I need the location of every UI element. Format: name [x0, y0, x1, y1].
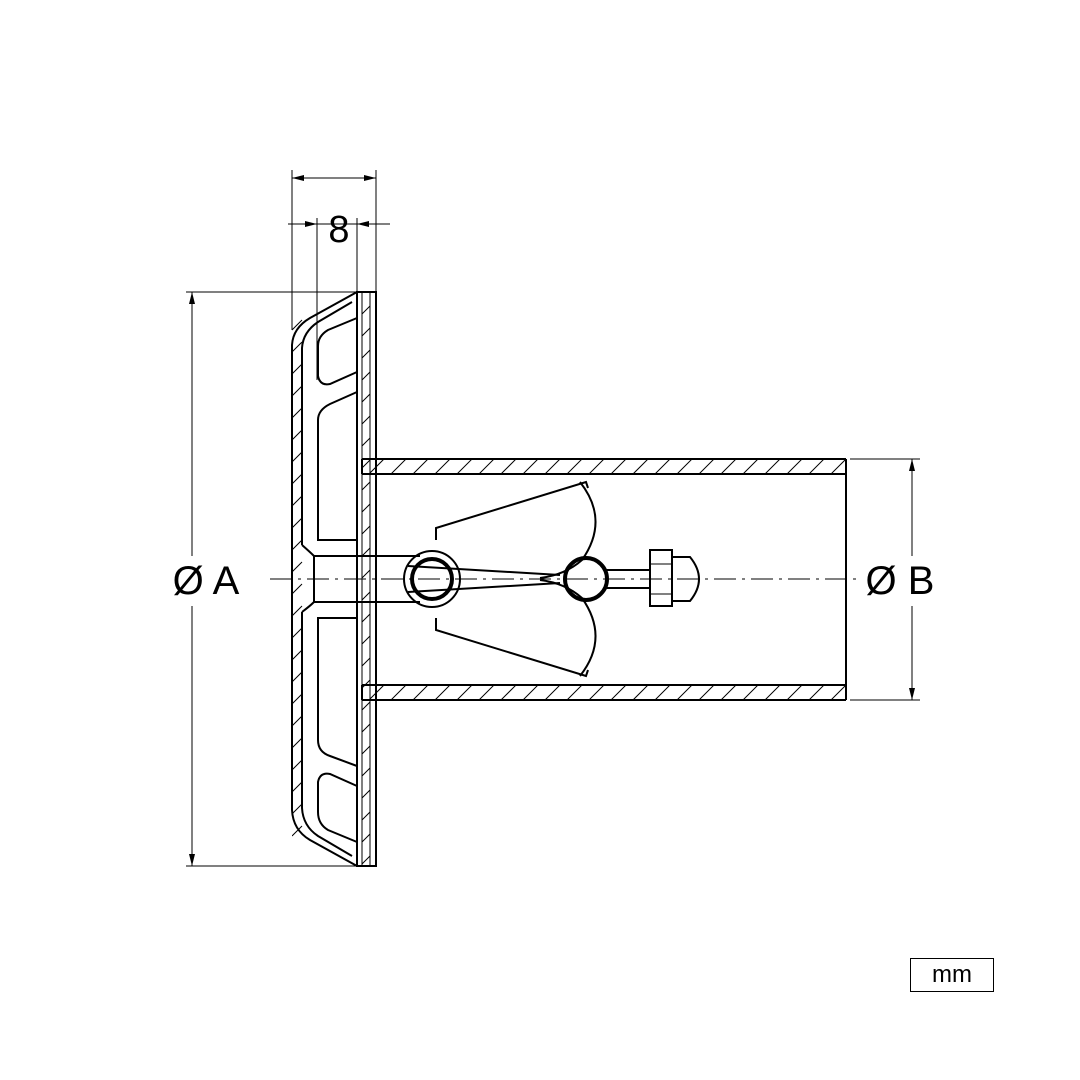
dimension-b-label: Ø B [866, 559, 935, 603]
tube-hatch-bottom [362, 685, 846, 700]
dimension-8-group [288, 170, 390, 380]
dimension-a-group [186, 291, 362, 867]
cover-plate [291, 291, 358, 867]
butterfly-wings [407, 480, 597, 678]
tube [361, 458, 847, 701]
dimension-arrows-top [292, 175, 376, 227]
cover-plate-hatch [292, 319, 303, 837]
dimension-b-group [850, 458, 920, 701]
dimension-arrows-a [189, 292, 195, 866]
unit-box: mm [910, 958, 994, 992]
flange [356, 291, 377, 867]
flange-hatch [361, 292, 371, 865]
dimension-8-label: 8 [328, 209, 349, 251]
dimension-arrows-b [909, 459, 915, 700]
pivot-joint [403, 550, 461, 608]
dimension-a-label: Ø A [173, 559, 240, 603]
ball-joint [563, 556, 609, 602]
unit-label: mm [932, 961, 972, 988]
screw-assembly [606, 549, 700, 607]
tube-hatch-top [362, 459, 846, 474]
shaft [314, 555, 420, 603]
